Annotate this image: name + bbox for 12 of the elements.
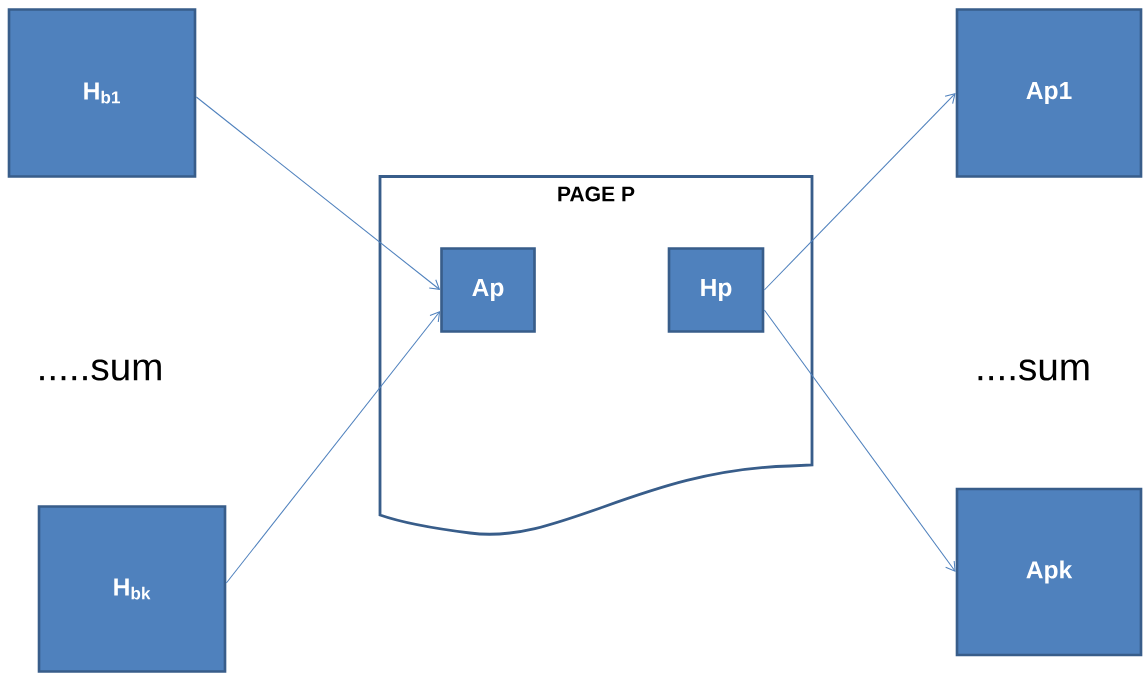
process-box: Ap: [440, 247, 536, 333]
arrow: [225, 311, 441, 584]
process-box: H$_{bk}$: [37, 505, 227, 673]
process-box: Ap1: [955, 8, 1143, 178]
process-box: Hp: [667, 247, 765, 333]
sum-label: ....sum: [978, 359, 1089, 381]
sum-label: .....sum: [40, 359, 161, 381]
process-box: Apk: [955, 487, 1143, 657]
arrow: [763, 93, 956, 291]
arrow: [763, 309, 956, 572]
process-box: H$_{b1}$: [7, 8, 197, 178]
arrow: [195, 96, 441, 290]
